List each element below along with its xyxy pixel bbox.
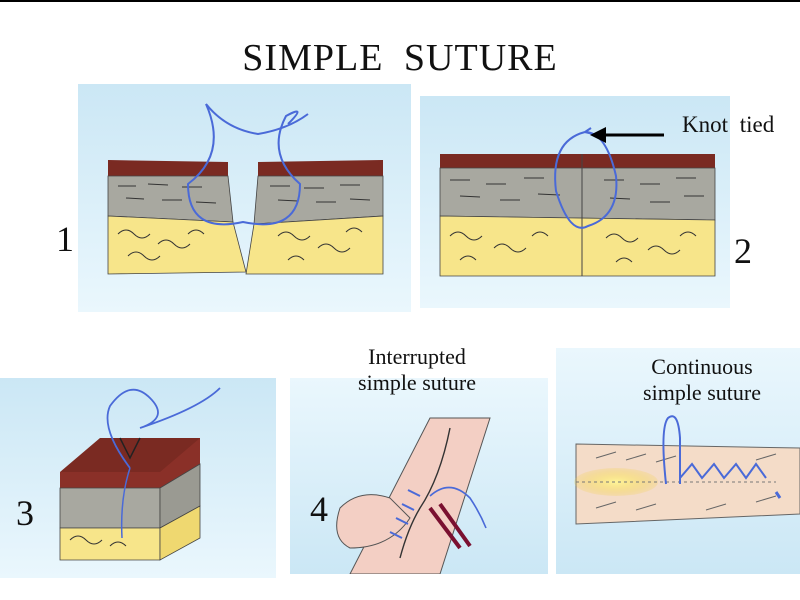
dermis — [440, 168, 715, 220]
wound-glow — [574, 468, 658, 496]
panel-3-illustration — [0, 378, 276, 578]
continuous-caption-line1: Continuous — [612, 354, 792, 380]
knot-tied-label: Knot tied — [682, 112, 774, 138]
fat — [440, 216, 715, 276]
continuous-caption: Continuous simple suture — [612, 354, 792, 406]
panel-number-4: 4 — [310, 488, 328, 530]
page-title: SIMPLE SUTURE — [0, 36, 800, 80]
block-fat — [60, 528, 160, 560]
block-dermis — [60, 488, 160, 528]
panel-3-block-view — [0, 378, 276, 578]
continuous-caption-line2: simple suture — [612, 380, 792, 406]
interrupted-caption: Interrupted simple suture — [322, 344, 512, 396]
panel-4-illustration — [290, 378, 548, 574]
epidermis — [440, 154, 715, 168]
dermis-left — [108, 176, 233, 222]
interrupted-caption-line2: simple suture — [322, 370, 512, 396]
top-border-line — [0, 0, 800, 2]
panel-number-3: 3 — [16, 492, 34, 534]
panel-number-1: 1 — [56, 218, 74, 260]
epidermis-right — [258, 160, 383, 176]
panel-number-2: 2 — [734, 230, 752, 272]
epidermis-left — [108, 160, 228, 176]
panel-1-illustration — [78, 84, 411, 312]
knot-arrow — [590, 126, 666, 144]
panel-4-interrupted — [290, 378, 548, 574]
panel-1-open-wound — [78, 84, 411, 312]
interrupted-caption-line1: Interrupted — [322, 344, 512, 370]
